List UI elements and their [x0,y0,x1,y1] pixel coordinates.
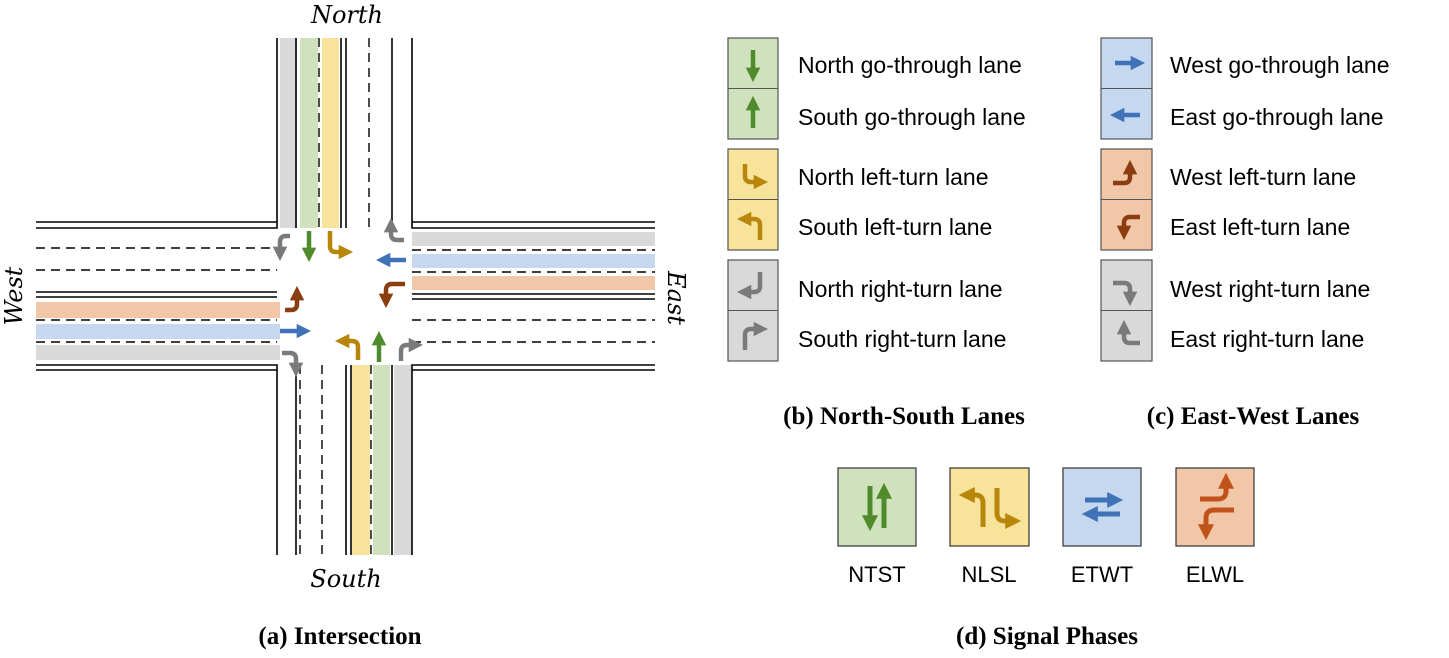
south-label: South [310,565,381,593]
turn-up-left-icon [736,211,763,240]
turn-left-up-icon [1116,319,1140,346]
legend-ns-label: South left-turn lane [798,214,992,240]
legend-ew-label: West right-turn lane [1170,276,1370,302]
turn-down-left-icon [736,272,763,300]
legend-ew-label: East left-turn lane [1170,214,1350,240]
north-left-turn-arrow-icon [327,231,354,260]
phase-label: NTST [848,562,905,587]
south-left-turn-arrow-icon [334,333,361,360]
through-down-up-icon [861,482,893,532]
legend-ew-label: East go-through lane [1170,104,1384,130]
turn-right-up-icon [1113,159,1138,186]
phase-elwl-box [1175,467,1255,547]
north-label: North [310,1,383,29]
lane-dividers [36,38,655,555]
east-through-lane [412,254,655,268]
south-right-turn-lane [394,365,412,555]
legend-ns-label: South right-turn lane [798,326,1006,352]
turn-right-down-icon [1113,280,1138,307]
east-right-turn-arrow-icon [383,217,404,243]
west-left-turn-arrow-icon [285,285,305,313]
intersection-arrows [272,217,424,378]
north-left-turn-lane [322,38,339,228]
north-south-legend: North go-through lane South go-through l… [727,37,1026,430]
south-left-turn-lane [352,365,370,555]
phase-ntst-box [837,467,917,547]
legend-ew-label: East right-turn lane [1170,326,1364,352]
north-right-turn-arrow-icon [272,233,290,262]
west-label: West [0,266,28,325]
phase-label: NLSL [961,562,1016,587]
legend-ns-label: North go-through lane [798,52,1022,78]
turn-down-right-icon [742,164,769,190]
through-left-right-icon [1081,491,1124,523]
left-turns-ew-icon [1197,472,1235,541]
legend-ew-label: West left-turn lane [1170,164,1356,190]
phase-label: ELWL [1186,562,1244,587]
west-left-turn-lane [36,302,280,318]
legend-ns-label: South go-through lane [798,104,1026,130]
north-right-turn-lane [280,38,297,228]
east-right-turn-lane [412,232,655,246]
south-right-turn-arrow-icon [398,337,424,361]
west-right-turn-arrow-icon [282,350,304,378]
east-label: East [662,270,690,325]
turn-left-down-icon [1116,214,1140,241]
turn-up-right-icon [742,321,769,350]
east-west-legend: West go-through lane East go-through lan… [1100,37,1390,430]
phase-etwt-box [1062,467,1142,547]
west-right-turn-lane [36,345,280,360]
intersection-caption: (a) Intersection [258,623,421,650]
phase-nlsl-box [949,467,1030,547]
signal-phases-caption: (d) Signal Phases [956,623,1138,650]
legend-ew-label: West go-through lane [1170,52,1390,78]
intersection-diagram: North South West East (a) Intersection [0,1,690,650]
ew-caption: (c) East-West Lanes [1147,403,1360,430]
ns-caption: (b) North-South Lanes [783,403,1025,430]
legend-ns-label: North left-turn lane [798,164,988,190]
south-through-lane [373,365,390,555]
west-through-lane [36,324,280,339]
east-left-turn-lane [412,276,655,290]
road-edges [36,38,655,555]
legend-ns-label: North right-turn lane [798,276,1003,302]
east-left-turn-arrow-icon [378,281,405,309]
phase-label: ETWT [1071,562,1133,587]
north-through-lane [300,38,318,228]
left-turns-ns-icon [958,486,1022,530]
signal-phases: NTST NLSL ETWT ELWL (d) Signal Phases [837,467,1255,650]
